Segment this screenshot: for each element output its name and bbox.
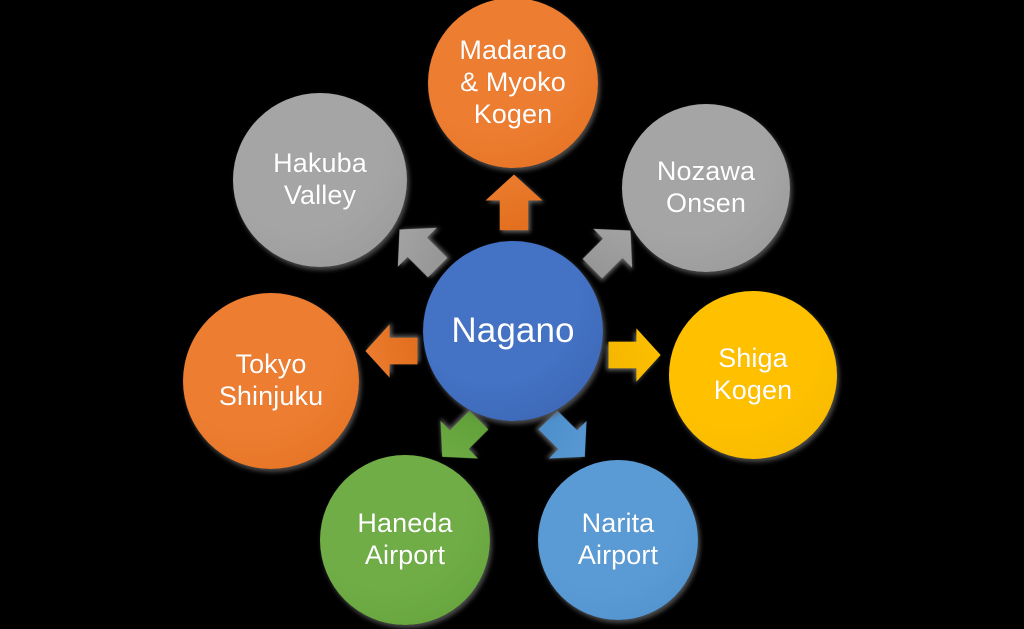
connector-arrow-icon (605, 326, 663, 384)
node-nagano[interactable]: Nagano (423, 241, 603, 421)
connector-arrow-icon (377, 207, 462, 292)
connector-arrow-icon (483, 172, 545, 234)
node-narita-airport[interactable]: Narita Airport (538, 460, 698, 620)
node-label-nagano: Nagano (451, 311, 575, 351)
node-label-narita-airport: Narita Airport (577, 508, 659, 570)
connector-arrow-icon (420, 397, 502, 479)
node-label-madarao-myoko-kogen: Madarao & Myoko Kogen (459, 35, 567, 129)
connector-arrow-icon (569, 208, 654, 293)
connector-arrow-icon (363, 322, 421, 380)
node-hakuba-valley[interactable]: Hakuba Valley (233, 93, 407, 267)
node-shiga-kogen[interactable]: Shiga Kogen (669, 291, 837, 459)
connector-arrow-icon (525, 397, 607, 479)
node-label-nozawa-onsen: Nozawa Onsen (656, 156, 756, 218)
node-madarao-myoko-kogen[interactable]: Madarao & Myoko Kogen (428, 0, 598, 168)
node-tokyo-shinjuku[interactable]: Tokyo Shinjuku (183, 293, 359, 469)
node-haneda-airport[interactable]: Haneda Airport (320, 455, 490, 625)
node-label-shiga-kogen: Shiga Kogen (713, 343, 793, 405)
node-label-haneda-airport: Haneda Airport (357, 508, 453, 570)
node-nozawa-onsen[interactable]: Nozawa Onsen (622, 104, 790, 272)
node-label-tokyo-shinjuku: Tokyo Shinjuku (218, 349, 324, 411)
node-label-hakuba-valley: Hakuba Valley (273, 148, 367, 210)
